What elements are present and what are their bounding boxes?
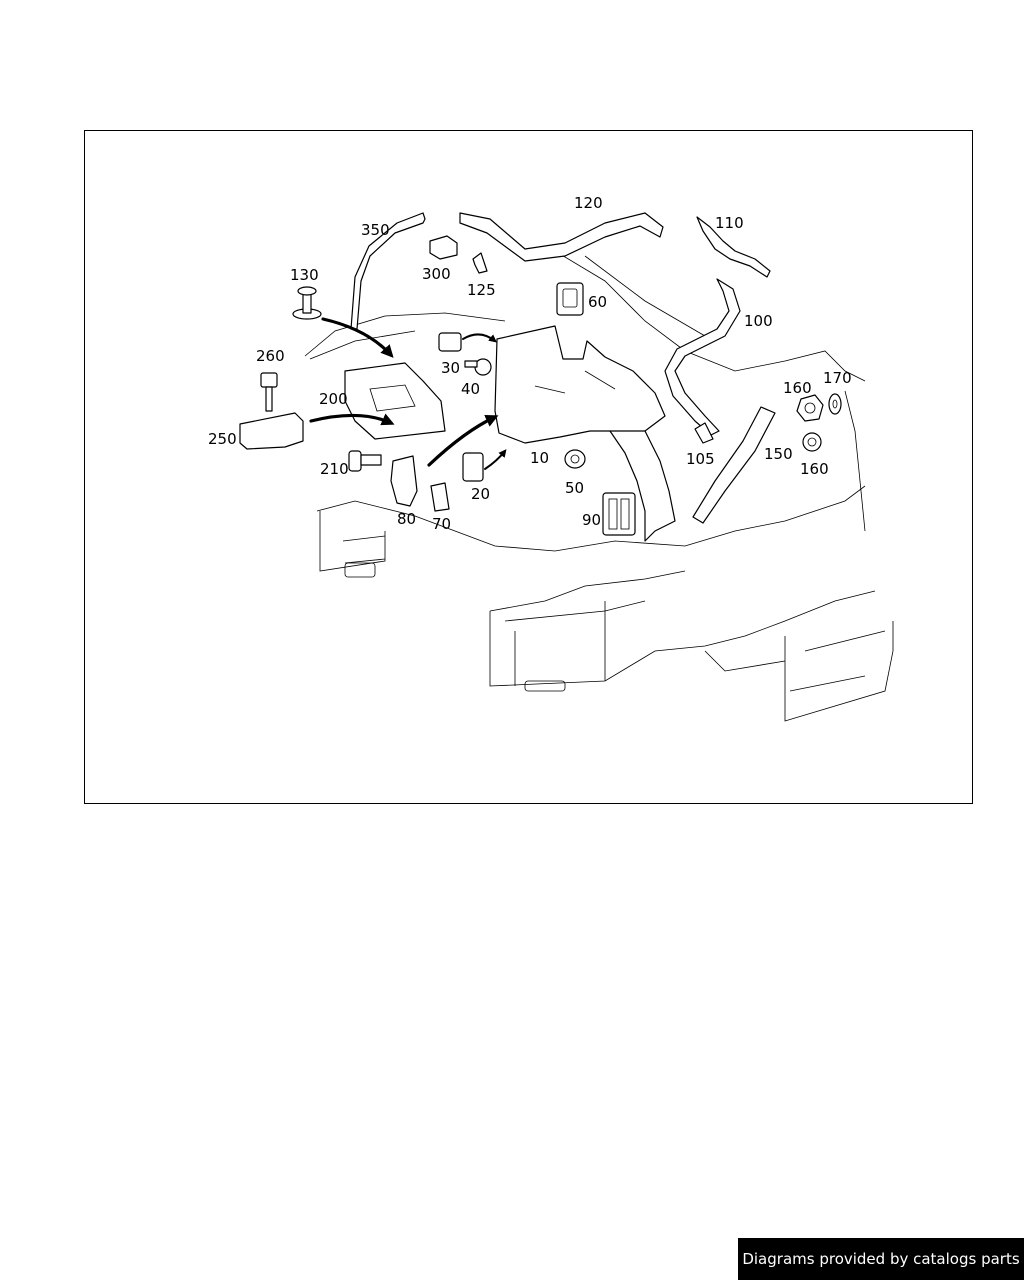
callout-260: 260 <box>256 347 285 365</box>
part-350-hose <box>350 212 426 330</box>
callout-160-bottom: 160 <box>800 460 829 478</box>
part-100-hose <box>664 278 741 436</box>
part-260-bolt <box>260 372 278 412</box>
callout-210: 210 <box>320 460 349 478</box>
callout-30: 30 <box>441 359 460 377</box>
part-50-grommet <box>564 449 586 469</box>
callout-70: 70 <box>432 515 451 533</box>
callout-90: 90 <box>582 511 601 529</box>
part-160-nut <box>796 394 824 422</box>
callout-105: 105 <box>686 450 715 468</box>
part-110-hose <box>696 216 771 278</box>
callout-110: 110 <box>715 214 744 232</box>
callout-50: 50 <box>565 479 584 497</box>
part-130-rivet <box>292 286 322 320</box>
part-150-brace <box>692 406 776 524</box>
callout-60: 60 <box>588 293 607 311</box>
vehicle-body-outline <box>304 250 894 722</box>
callout-80: 80 <box>397 510 416 528</box>
part-30-clip <box>438 332 462 352</box>
callout-300: 300 <box>422 265 451 283</box>
callout-150: 150 <box>764 445 793 463</box>
part-105-clip <box>694 422 714 444</box>
callout-160-top: 160 <box>783 379 812 397</box>
part-170-washer <box>828 393 842 415</box>
part-20-cover <box>462 452 484 482</box>
part-210-screw <box>348 450 382 472</box>
part-250-bracket <box>239 412 304 450</box>
callout-20: 20 <box>471 485 490 503</box>
part-90-fastener <box>602 492 636 536</box>
part-160-washer <box>802 432 822 452</box>
credit-banner: Diagrams provided by catalogs parts <box>738 1238 1024 1280</box>
callout-labels: 10 20 30 40 50 60 70 80 90 100 105 110 1… <box>208 194 852 533</box>
callout-10: 10 <box>530 449 549 467</box>
part-125-clip <box>472 252 488 274</box>
callout-120: 120 <box>574 194 603 212</box>
part-10-wheelhouse-liner <box>494 325 666 444</box>
callout-40: 40 <box>461 380 480 398</box>
part-70-bracket <box>430 482 450 512</box>
parts-diagram: 10 20 30 40 50 60 70 80 90 100 105 110 1… <box>208 194 894 722</box>
part-300-block <box>429 235 458 260</box>
part-120-seal <box>459 212 664 262</box>
callout-250: 250 <box>208 430 237 448</box>
diagram-frame: 10 20 30 40 50 60 70 80 90 100 105 110 1… <box>84 130 973 804</box>
callout-125: 125 <box>467 281 496 299</box>
part-80-bracket <box>390 455 418 507</box>
callout-350: 350 <box>361 221 390 239</box>
part-40-screw <box>464 358 492 376</box>
callout-130: 130 <box>290 266 319 284</box>
callout-100: 100 <box>744 312 773 330</box>
part-200-carrier <box>344 362 446 440</box>
assembly-arrows <box>309 317 507 470</box>
part-60-bracket <box>556 282 584 316</box>
callout-200: 200 <box>319 390 348 408</box>
callout-170: 170 <box>823 369 852 387</box>
